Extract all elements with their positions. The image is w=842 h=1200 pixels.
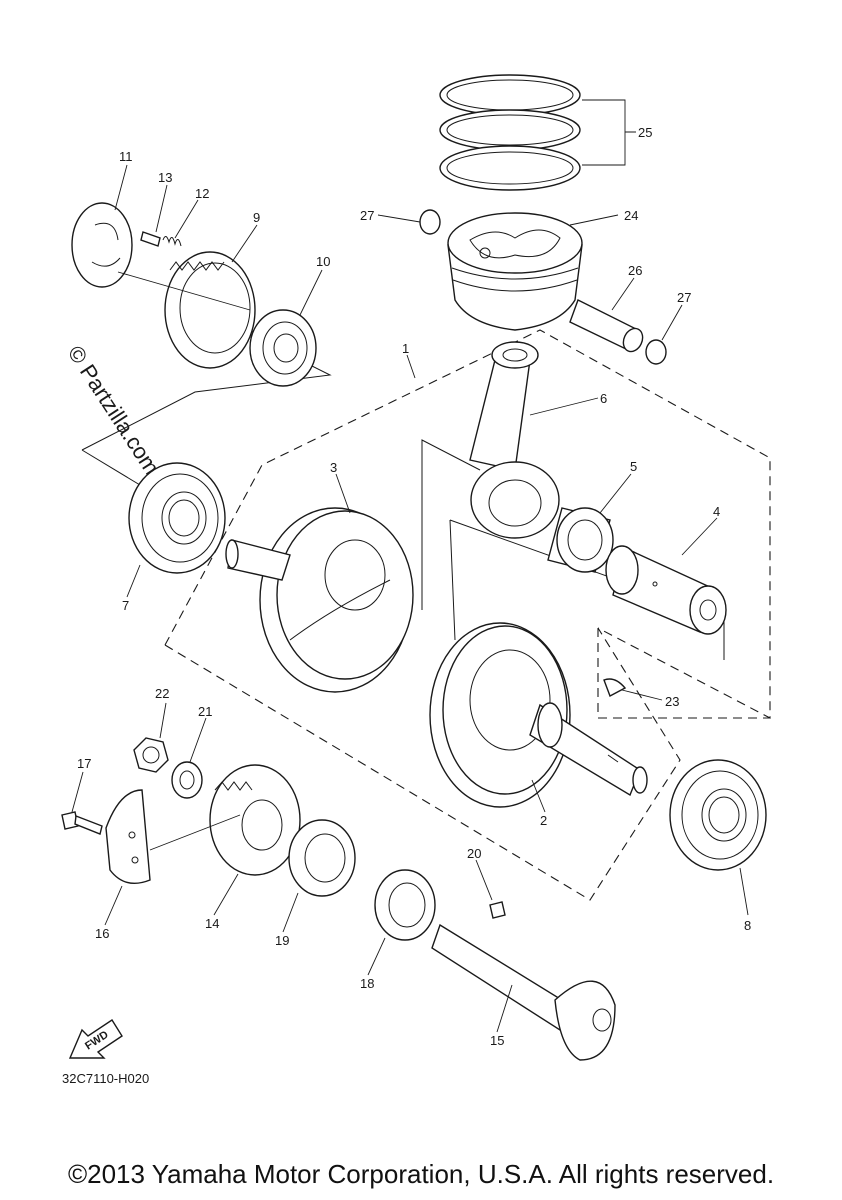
copyright-notice: ©2013 Yamaha Motor Corporation, U.S.A. A…	[67, 1159, 775, 1189]
callout-27-right: 27	[677, 290, 691, 305]
piston-pin	[569, 299, 644, 353]
diagram-code: 32C7110-H020	[62, 1071, 149, 1086]
callout-6: 6	[600, 391, 607, 406]
plate-11	[71, 202, 133, 288]
balancer-shaft-15	[431, 923, 616, 1061]
callout-18: 18	[360, 976, 374, 991]
callout-20: 20	[467, 846, 481, 861]
callout-16: 16	[95, 926, 109, 941]
callout-25: 25	[638, 125, 652, 140]
bolt-17	[61, 811, 103, 835]
callout-23: 23	[665, 694, 679, 709]
callout-13: 13	[158, 170, 172, 185]
callout-7: 7	[122, 598, 129, 613]
key-20	[489, 901, 506, 919]
callout-27-left: 27	[360, 208, 374, 223]
callout-3: 3	[330, 460, 337, 475]
piston	[447, 212, 583, 331]
callout-10: 10	[316, 254, 330, 269]
callout-21: 21	[198, 704, 212, 719]
piston-rings	[439, 74, 636, 191]
callout-9: 9	[253, 210, 260, 225]
woodruff-key	[603, 678, 627, 697]
bearing-right	[669, 759, 767, 871]
balancer-gear-14	[209, 764, 301, 876]
callout-22: 22	[155, 686, 169, 701]
callout-17: 17	[77, 756, 91, 771]
callout-24: 24	[624, 208, 638, 223]
callout-4: 4	[713, 504, 720, 519]
callout-8: 8	[744, 918, 751, 933]
crank-pin	[605, 545, 727, 635]
gear-9	[164, 251, 256, 369]
bearing-left	[128, 462, 226, 574]
circlip-right	[645, 339, 667, 365]
crankshaft-left	[225, 507, 414, 693]
washer-21	[171, 761, 203, 799]
bearing-10	[249, 309, 317, 387]
callouts: 1 2 3 4 5 6 7 8 9 10 11 12 13 14 15 16 1…	[77, 125, 751, 1048]
bearing-18	[374, 869, 436, 941]
callout-11: 11	[119, 149, 133, 164]
watermark: © Partzilla.com	[63, 341, 165, 479]
callout-15: 15	[490, 1033, 504, 1048]
callout-14: 14	[205, 916, 219, 931]
bearing-19	[288, 819, 356, 897]
circlip-left	[419, 209, 441, 235]
callout-1: 1	[402, 341, 409, 356]
callout-5: 5	[630, 459, 637, 474]
leader-lines	[71, 164, 749, 1033]
pin-13	[140, 231, 161, 247]
crankshaft-right	[429, 622, 648, 808]
balancer-weight-16	[105, 789, 151, 884]
callout-26: 26	[628, 263, 642, 278]
spring-12	[162, 236, 182, 247]
needle-bearing	[547, 507, 614, 573]
connecting-rod	[469, 341, 560, 539]
callout-2: 2	[540, 813, 547, 828]
callout-12: 12	[195, 186, 209, 201]
nut-22	[133, 737, 169, 773]
fwd-arrow-icon: FWD	[68, 1019, 123, 1059]
callout-19: 19	[275, 933, 289, 948]
